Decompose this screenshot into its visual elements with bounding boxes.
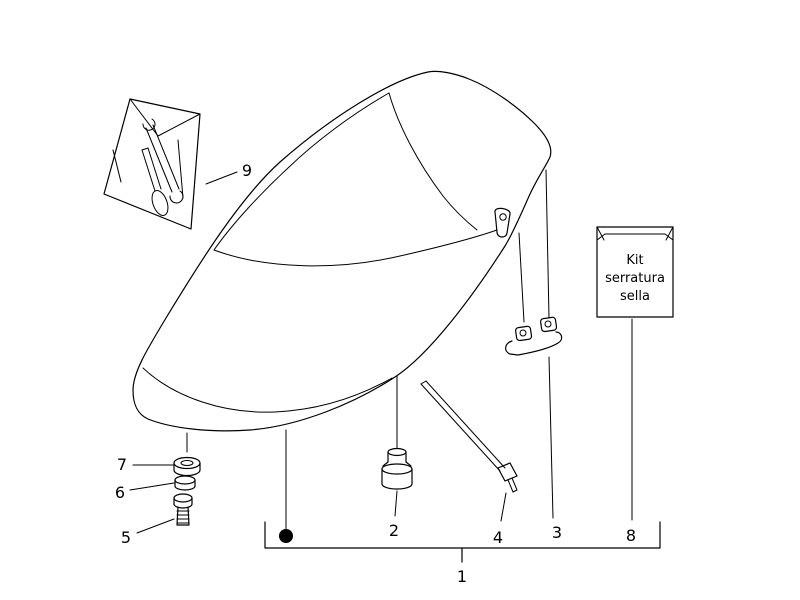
seat [132, 70, 552, 432]
seat-base-seam [142, 367, 393, 413]
envelope-outline [596, 226, 674, 318]
washer-part-7 [173, 456, 201, 477]
part-label-8: 8 [626, 526, 636, 545]
bracket-line [264, 521, 661, 549]
wrench-icon [142, 118, 184, 204]
seat-outline [132, 70, 552, 432]
bag-crease-1 [112, 149, 122, 183]
leader-line-5 [136, 518, 175, 534]
part-label-9: 9 [242, 161, 252, 180]
bag-outline [103, 98, 201, 230]
leader-line-9 [205, 171, 238, 185]
leader-line-2 [394, 490, 398, 517]
part-label-6: 6 [115, 483, 125, 502]
seat-seam-right [388, 92, 478, 231]
washer-part-6 [174, 475, 196, 491]
part-label-4: 4 [493, 528, 503, 547]
leader-line-4 [500, 492, 507, 522]
kit-envelope-part-8: Kit serratura sella [596, 226, 674, 318]
part-label-2: 2 [389, 521, 399, 540]
bag-crease-2 [177, 139, 184, 199]
part-label-7: 7 [117, 455, 127, 474]
kit-text-line3: sella [620, 289, 650, 304]
tool-kit-bag [103, 98, 201, 230]
bag-flap [129, 98, 201, 137]
part-label-1: 1 [457, 567, 467, 586]
seat-to-bracket-line-1 [518, 232, 525, 323]
seat-seam-upper-left [213, 92, 390, 251]
kit-text-line1: Kit [626, 253, 643, 268]
latch-bracket-part-3 [505, 316, 563, 356]
envelope-corner-left [596, 226, 605, 241]
seat-to-bracket-line-2 [545, 169, 550, 319]
part-label-3: 3 [552, 523, 562, 542]
envelope-fold [596, 233, 674, 241]
screw-part-5 [173, 493, 193, 526]
seat-latch [494, 207, 511, 238]
leader-line-3 [548, 356, 554, 519]
assembly-bracket-line [264, 429, 661, 563]
cable-tie-part-4 [420, 380, 518, 493]
envelope-corner-right [665, 226, 674, 241]
seat-seam-across [213, 229, 498, 267]
leader-line-6 [129, 482, 175, 491]
part-label-5: 5 [121, 528, 131, 547]
rubber-buffer-part-2 [381, 447, 413, 490]
assembly-dot [279, 529, 293, 543]
screwdriver-icon [141, 147, 169, 216]
kit-text-line2: serratura [605, 271, 665, 286]
